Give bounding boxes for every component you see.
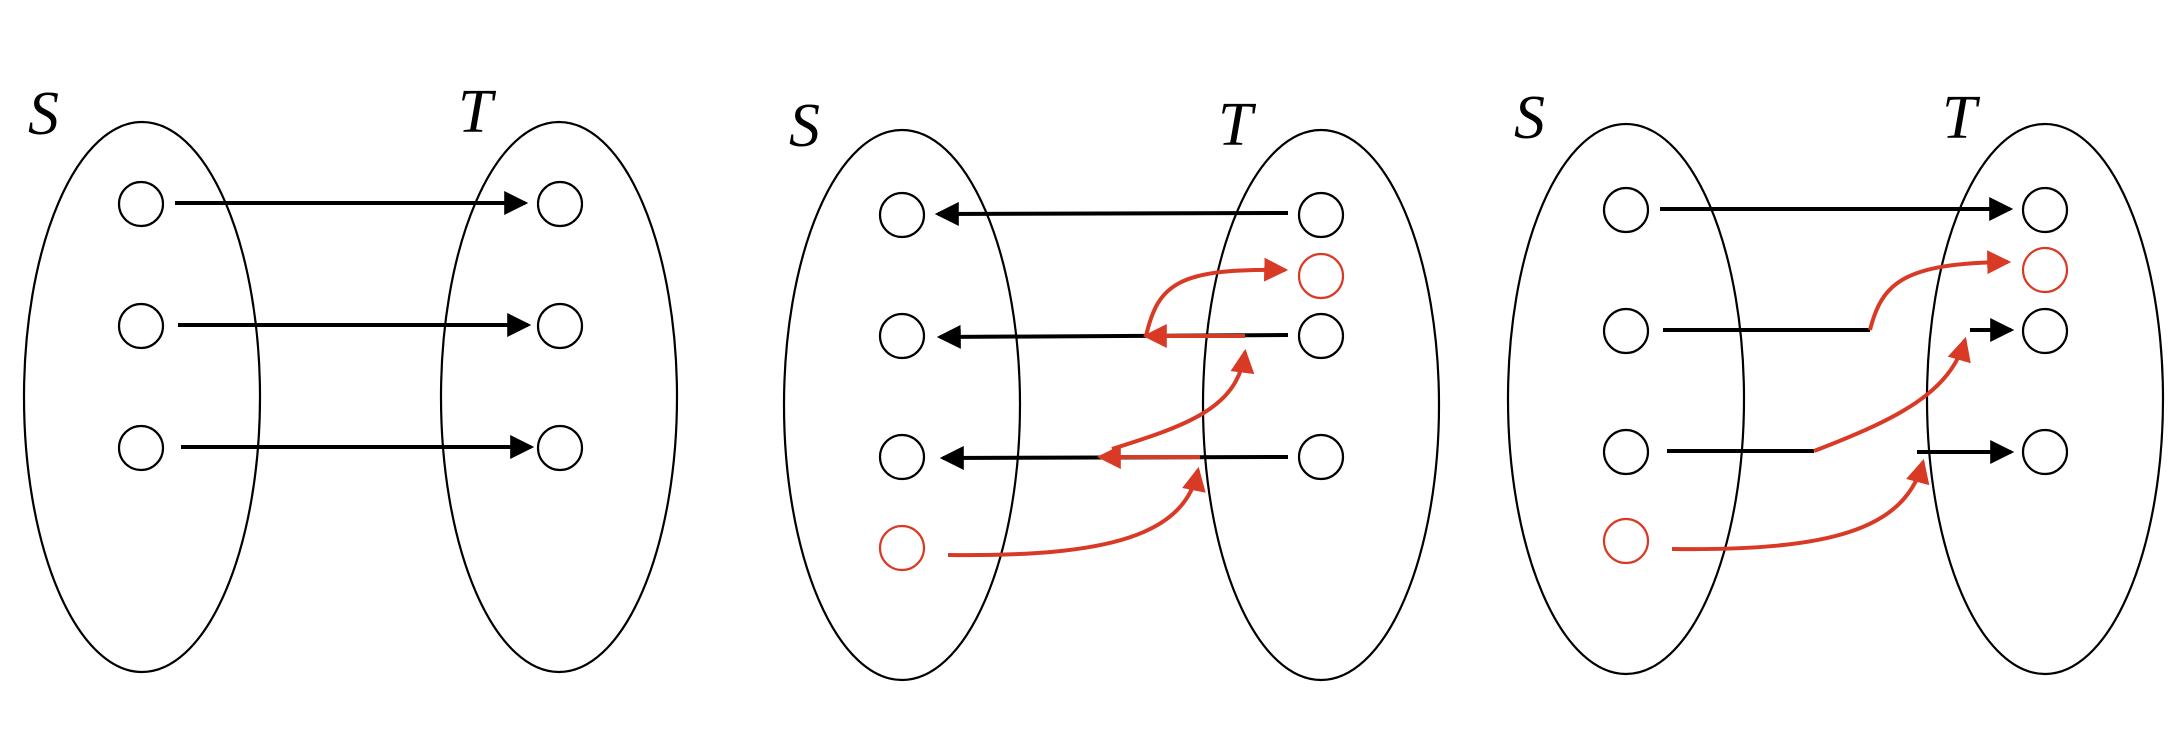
target-node — [536, 424, 584, 472]
panel-right: S T — [1506, 84, 2165, 676]
target-node — [2021, 307, 2069, 355]
source-set-label: S — [1514, 84, 1545, 152]
target-set-oval — [1925, 122, 2165, 676]
target-set-label: T — [1942, 84, 1981, 152]
augmenting-path-edge — [1111, 348, 1255, 451]
target-set-oval — [1201, 128, 1441, 682]
source-node — [878, 191, 926, 239]
free-target-node — [1297, 252, 1345, 300]
target-node — [1297, 191, 1345, 239]
target-node — [2021, 428, 2069, 476]
source-node — [117, 302, 165, 350]
target-node — [2021, 186, 2069, 234]
augmented-edge — [1813, 336, 1971, 453]
source-set-oval — [782, 128, 1022, 682]
target-set-label: T — [458, 78, 497, 146]
source-node — [878, 433, 926, 481]
target-set-oval — [439, 120, 679, 674]
source-node — [117, 424, 165, 472]
source-node — [1602, 186, 1650, 234]
source-node — [1602, 428, 1650, 476]
panel-middle: S T — [782, 91, 1441, 682]
reversed-edge — [934, 201, 1289, 226]
augmenting-path-edge — [1144, 257, 1289, 337]
augmenting-path-edge — [947, 466, 1206, 558]
free-source-node — [878, 524, 926, 572]
target-node — [536, 180, 584, 228]
free-source-node — [1602, 517, 1650, 565]
source-set-label: S — [28, 80, 59, 148]
target-node — [1297, 433, 1345, 481]
source-set-oval — [22, 120, 262, 674]
source-node — [117, 180, 165, 228]
target-node — [536, 302, 584, 350]
source-node — [1602, 307, 1650, 355]
free-target-node — [2021, 246, 2069, 294]
source-set-label: S — [789, 92, 820, 160]
augmented-edge — [1671, 458, 1930, 552]
target-node — [1297, 312, 1345, 360]
target-set-label: T — [1218, 91, 1257, 159]
augmented-edge — [1868, 250, 2012, 331]
source-node — [878, 312, 926, 360]
source-set-oval — [1506, 122, 1746, 676]
panel-left: S T — [22, 78, 679, 674]
